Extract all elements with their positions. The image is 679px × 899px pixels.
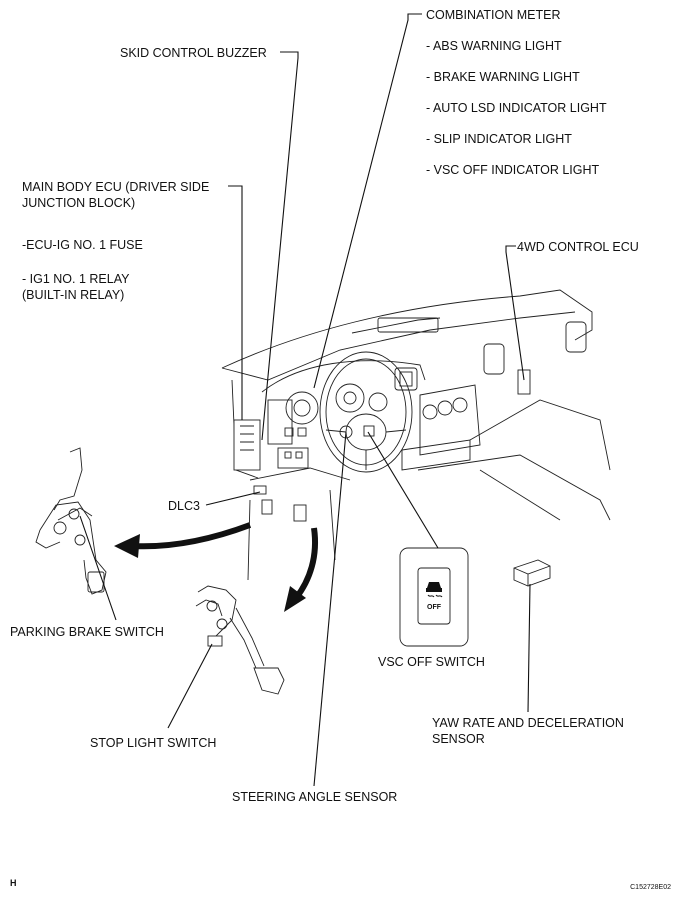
label-vsc-off-switch: VSC OFF SWITCH	[378, 655, 485, 669]
label-steering-angle-sensor: STEERING ANGLE SENSOR	[232, 790, 397, 804]
label-yaw-rate-line1: YAW RATE AND DECELERATION	[432, 716, 624, 730]
label-ecu-ig-fuse: -ECU-IG NO. 1 FUSE	[22, 238, 143, 252]
label-brake-warning-light: - BRAKE WARNING LIGHT	[426, 70, 580, 84]
vsc-button-text: OFF	[427, 604, 442, 611]
label-skid-control-buzzer: SKID CONTROL BUZZER	[120, 46, 267, 60]
dashboard-illustration	[221, 289, 611, 581]
label-auto-lsd-indicator-light: - AUTO LSD INDICATOR LIGHT	[426, 101, 607, 115]
label-ig1-relay-line1: - IG1 NO. 1 RELAY	[22, 272, 130, 286]
label-slip-indicator-light: - SLIP INDICATOR LIGHT	[426, 132, 572, 146]
label-stop-light-switch: STOP LIGHT SWITCH	[90, 736, 216, 750]
label-main-body-ecu-line2: JUNCTION BLOCK)	[22, 196, 135, 210]
label-combination-meter: COMBINATION METER	[426, 8, 561, 22]
corner-letter: H	[10, 878, 17, 888]
label-yaw-rate-line2: SENSOR	[432, 732, 485, 746]
label-abs-warning-light: - ABS WARNING LIGHT	[426, 39, 562, 53]
vsc-off-switch-inset: OFF	[399, 547, 469, 647]
label-dlc3: DLC3	[168, 499, 200, 513]
figure-code: C152728E02	[630, 884, 671, 891]
parking-brake-assembly-illustration	[35, 447, 107, 595]
label-4wd-control-ecu: 4WD CONTROL ECU	[517, 240, 639, 254]
label-vsc-off-indicator-light: - VSC OFF INDICATOR LIGHT	[426, 163, 600, 177]
brake-pedal-assembly-illustration	[195, 585, 285, 695]
yaw-rate-sensor-illustration	[513, 559, 551, 587]
labels: COMBINATION METER - ABS WARNING LIGHT - …	[10, 8, 671, 891]
leader-lines	[79, 13, 531, 787]
label-ig1-relay-line2: (BUILT-IN RELAY)	[22, 288, 124, 302]
label-parking-brake-switch: PARKING BRAKE SWITCH	[10, 625, 164, 639]
vsc-skid-car-icon	[426, 582, 443, 598]
label-main-body-ecu-line1: MAIN BODY ECU (DRIVER SIDE	[22, 180, 209, 194]
direction-arrows	[114, 522, 318, 612]
